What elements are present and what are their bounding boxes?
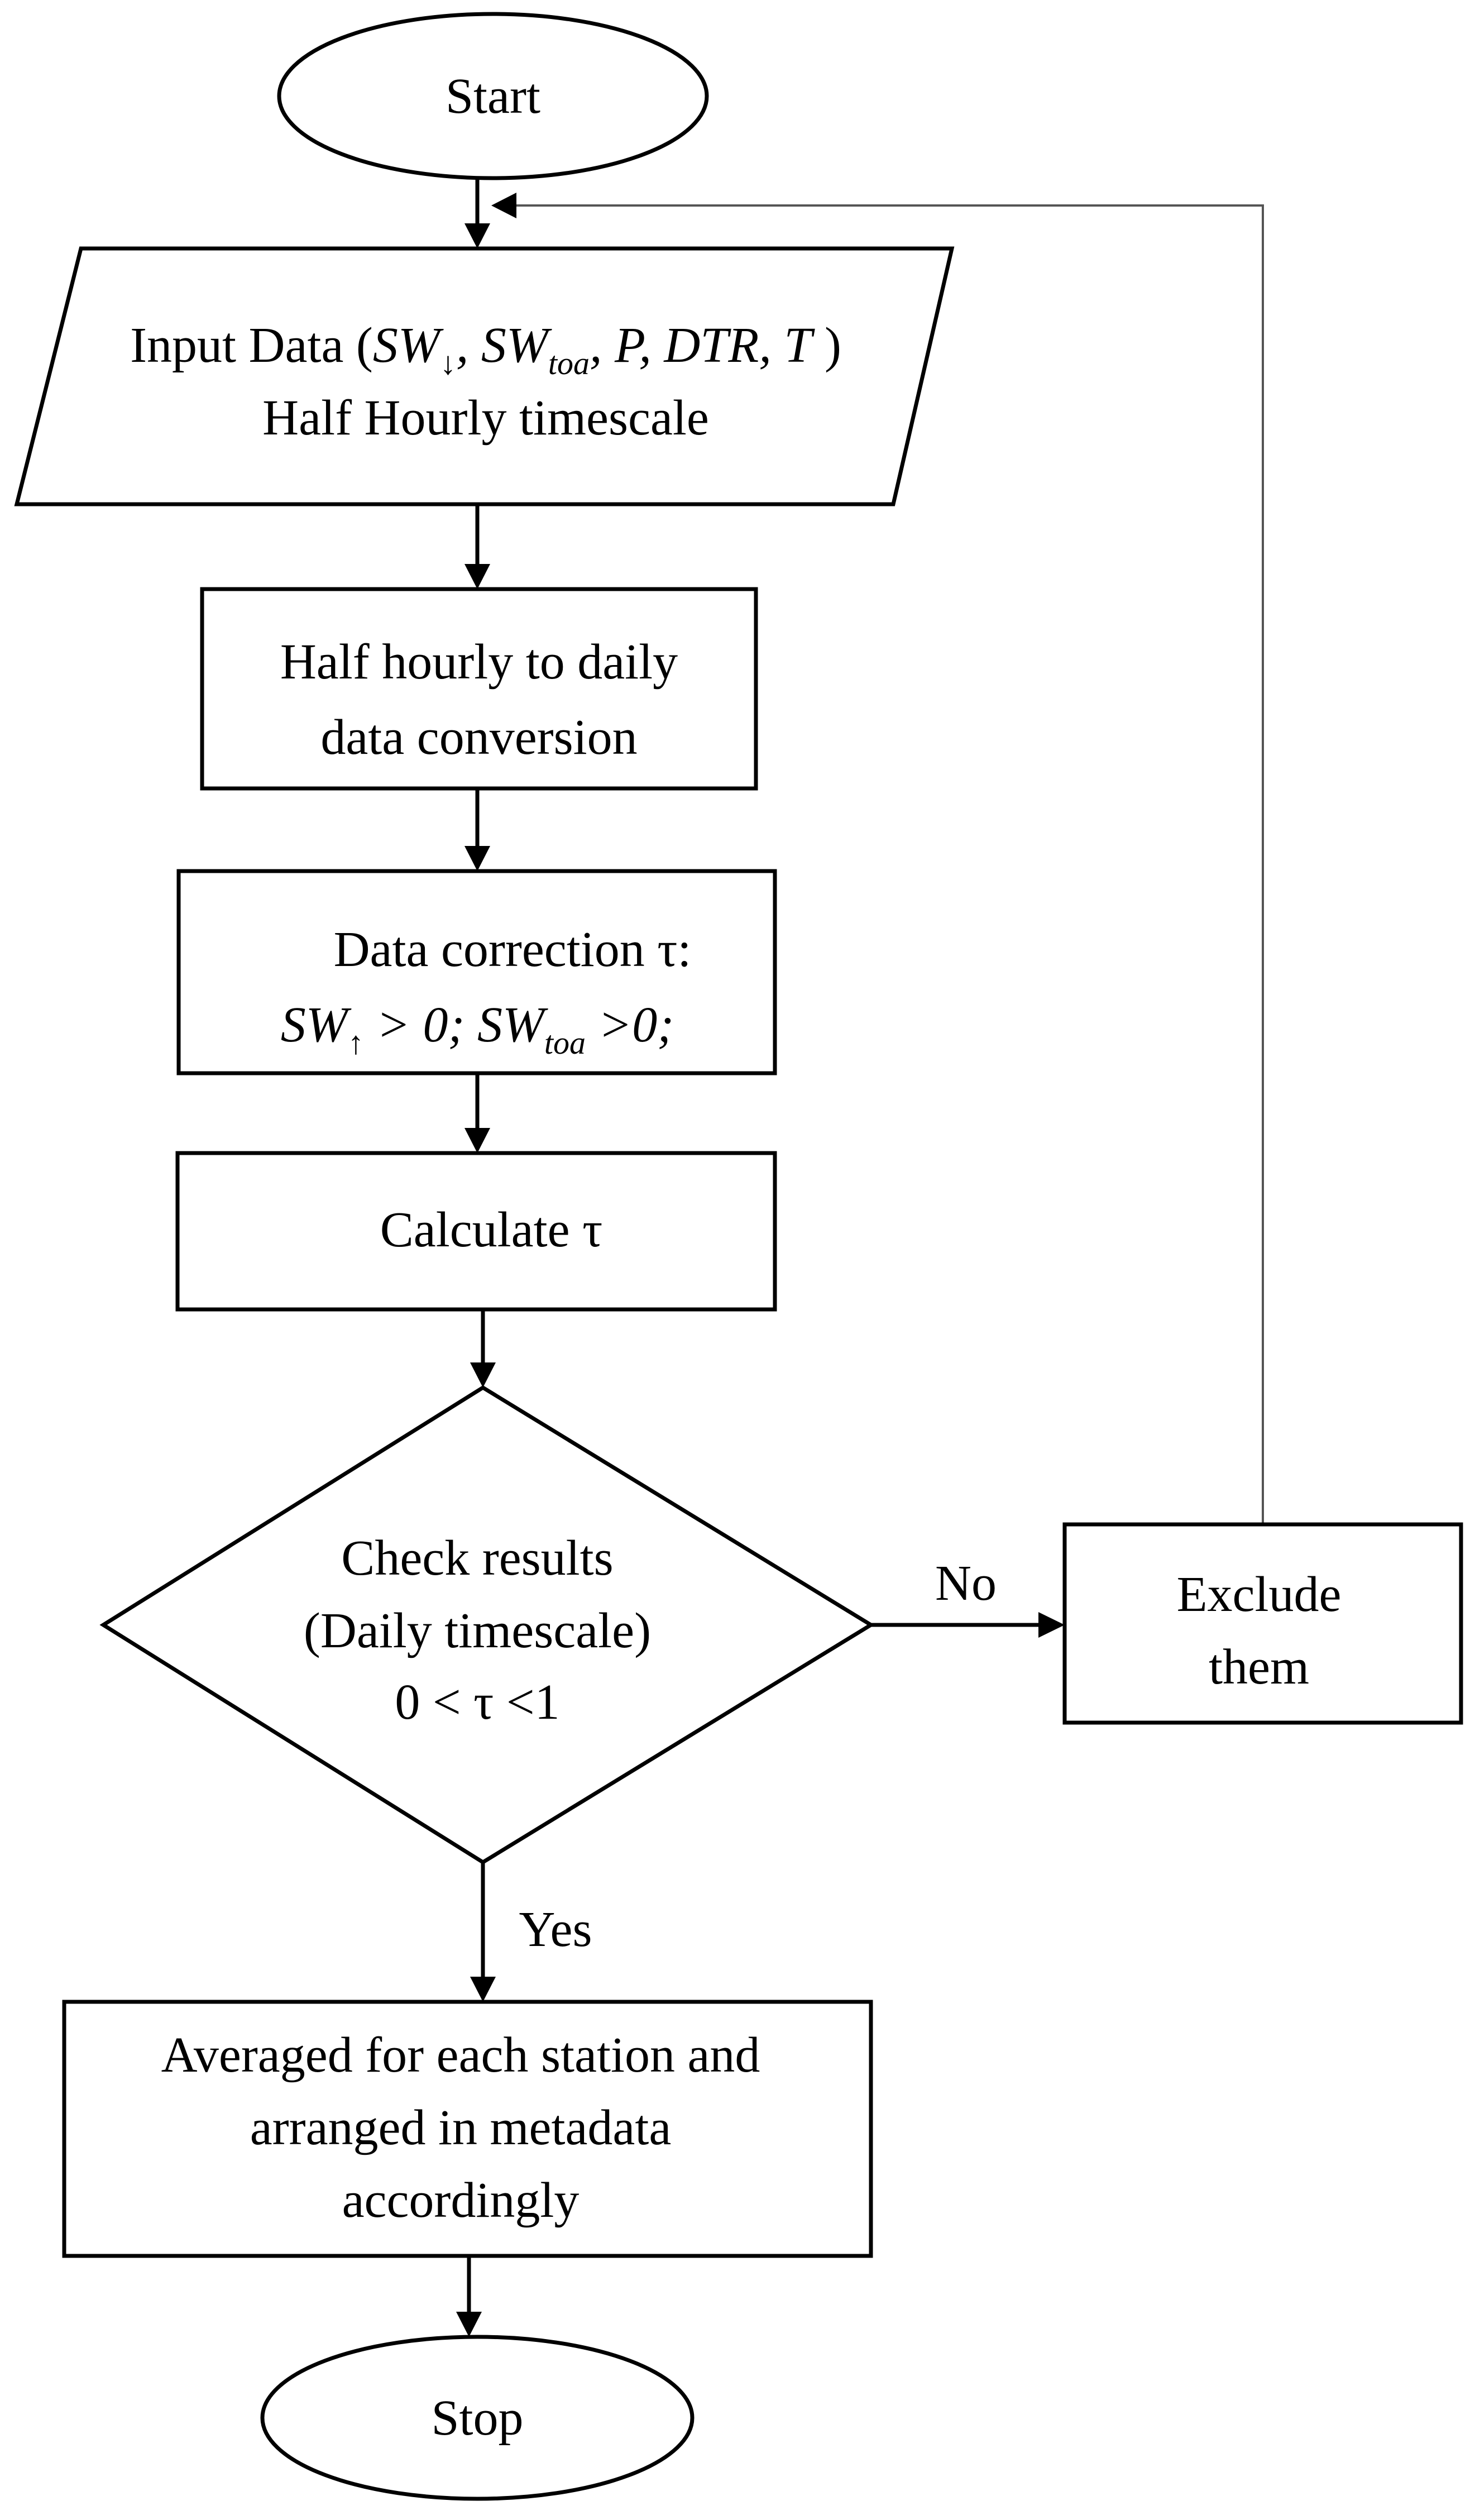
start-node: Start: [277, 12, 709, 180]
input-line1: Input Data (SW↓, SWtoa, P, DTR, T ): [130, 318, 841, 381]
correction-cond2: >0;: [586, 997, 674, 1053]
correction-line2: SW↑ > 0; SWtoa >0;: [281, 997, 674, 1061]
arrowhead-icon: [1038, 1612, 1065, 1638]
arrowhead-icon: [464, 846, 490, 871]
edge-exclude-loop-back: [516, 204, 1264, 1524]
calculate-label: Calculate τ: [380, 1202, 603, 1257]
edge-label-yes: Yes: [519, 1902, 592, 1957]
stop-label: Stop: [431, 2390, 523, 2446]
input-var-sw-down: SW: [373, 318, 444, 373]
check-line1: Check results: [341, 1531, 613, 1586]
arrowhead-icon: [464, 223, 490, 248]
connectors: [456, 178, 1264, 2337]
arrowhead-icon: [464, 1128, 490, 1153]
conversion-node: Half hourly to daily data conversion: [200, 587, 758, 791]
check-line3: 0 < τ <1: [395, 1675, 559, 1730]
input-var-sw-down-sub: ↓: [440, 345, 456, 381]
check-node: Check results (Daily timescale) 0 < τ <1: [99, 1385, 875, 1865]
conversion-line1: Half hourly to daily: [280, 634, 678, 690]
arrowhead-icon: [470, 1977, 496, 2002]
arrowhead-icon: [491, 193, 516, 218]
check-line2: (Daily timescale): [304, 1603, 651, 1658]
input-line1-suffix: ): [812, 318, 841, 373]
input-var-sw-toa: SW: [481, 318, 552, 373]
correction-cond1: > 0;: [364, 997, 477, 1053]
calculate-node: Calculate τ: [175, 1151, 777, 1312]
correction-var-sw-up: SW: [281, 997, 352, 1053]
correction-node: Data correction τ: SW↑ > 0; SWtoa >0;: [176, 869, 777, 1075]
arrowhead-icon: [464, 564, 490, 589]
input-line1-prefix: Input Data (: [130, 318, 373, 373]
conversion-line2: data conversion: [320, 710, 637, 765]
average-line3: accordingly: [342, 2173, 580, 2228]
correction-line1: Data correction τ:: [334, 922, 692, 977]
average-line1: Averaged for each station and: [161, 2028, 760, 2083]
input-line2: Half Hourly timescale: [262, 390, 709, 446]
arrowhead-icon: [470, 1362, 496, 1388]
correction-var-sw-up-sub: ↑: [348, 1025, 364, 1061]
average-node: Averaged for each station and arranged i…: [62, 2000, 873, 2258]
exclude-node: Exclude them: [1062, 1522, 1463, 1725]
correction-var-sw-toa: SW: [477, 997, 548, 1053]
input-vars-rest: , P, DTR, T: [590, 318, 815, 373]
input-var-sw-toa-sub: toa: [548, 345, 590, 381]
exclude-line2: them: [1209, 1639, 1309, 1695]
input-sep: ,: [456, 318, 481, 373]
input-node: Input Data (SW↓, SWtoa, P, DTR, T ) Half…: [14, 246, 955, 506]
exclude-line1: Exclude: [1177, 1567, 1342, 1622]
start-label: Start: [446, 69, 540, 124]
arrowhead-icon: [456, 2312, 482, 2337]
average-line2: arranged in metadata: [250, 2100, 672, 2155]
correction-var-sw-toa-sub: toa: [544, 1025, 586, 1061]
stop-node: Stop: [260, 2335, 695, 2501]
edge-label-no: No: [935, 1556, 997, 1611]
